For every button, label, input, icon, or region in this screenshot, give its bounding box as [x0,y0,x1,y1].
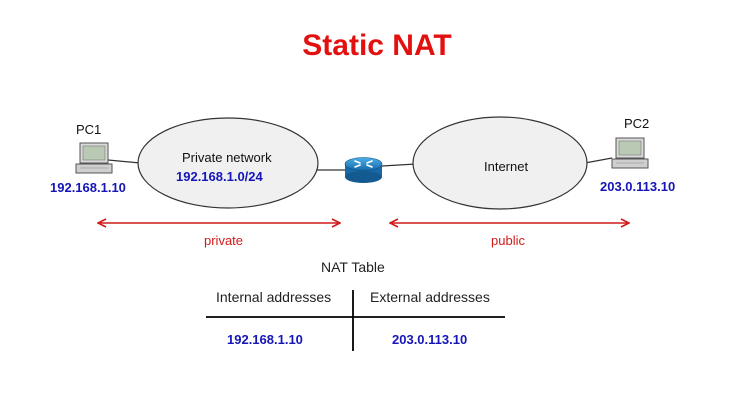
pc1-name: PC1 [76,122,101,137]
page-title: Static NAT [302,29,451,62]
nat-table-cell-internal: 192.168.1.10 [227,332,303,347]
pc2-ip: 203.0.113.10 [600,179,675,194]
pc1-ip: 192.168.1.10 [50,180,126,195]
nat-table-cell-external: 203.0.113.10 [392,332,467,347]
nat-table-header-internal: Internal addresses [216,289,331,305]
computer-icon [75,142,113,174]
private-zone-label: private [204,233,243,248]
private-network-label: Private network [182,150,272,165]
computer-icon [611,137,649,169]
pc2-link [584,157,613,164]
pc1-link [107,159,141,164]
pc2-name: PC2 [624,116,649,131]
nat-table-title: NAT Table [321,259,385,275]
nat-table-header-external: External addresses [370,289,490,305]
private-network-cloud [137,117,319,209]
private-network-subnet: 192.168.1.0/24 [176,169,264,184]
router-icon [344,157,383,183]
internet-label: Internet [484,159,528,174]
router-internet-link [381,163,417,167]
internet-cloud [412,116,588,210]
public-zone-label: public [491,233,525,248]
